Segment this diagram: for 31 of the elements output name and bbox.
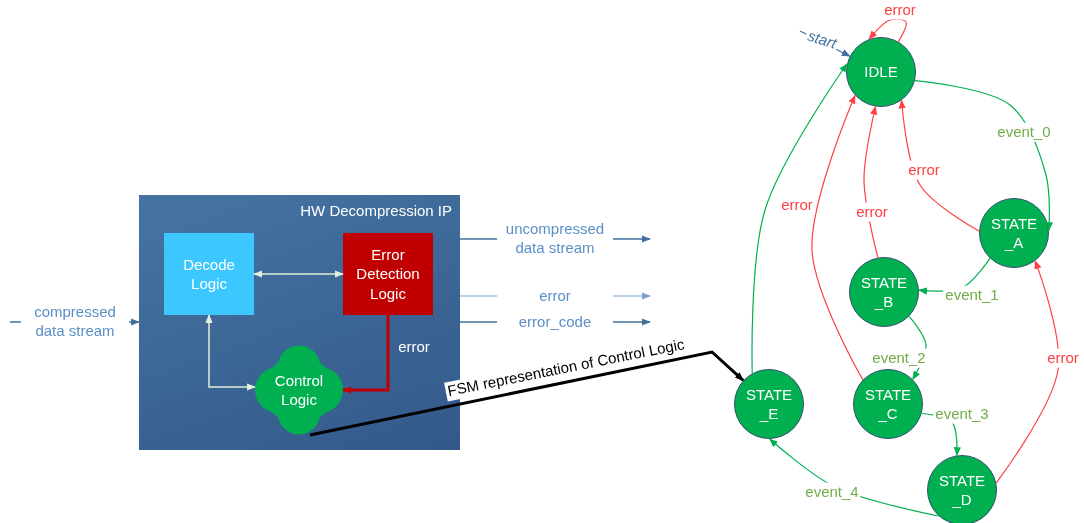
edge-label: error [854,202,890,222]
arrow [309,350,745,437]
node-label: STATE _C [863,384,913,424]
logic-block [164,233,254,315]
arrow [205,314,256,391]
node-label: Control Logic [273,370,325,410]
arrow [898,99,980,232]
node-label: IDLE [863,62,899,82]
arrow [995,260,1060,484]
edge-label: error [1045,348,1081,368]
edge-label: error [906,160,942,180]
arrow [751,63,848,374]
arrow [811,94,864,381]
node-label: STATE _E [744,384,794,424]
node-label: Decode Logic [182,254,236,294]
edge-label: event_4 [803,482,861,502]
arrow [914,80,1053,232]
node-label: STATE _B [859,272,909,312]
edge-label: error [397,337,431,357]
logic-block [343,233,433,315]
block-title: HW Decompression IP [300,201,452,221]
edge-label: event_0 [995,122,1053,142]
state-circle [846,37,916,107]
edge-label: event_2 [870,348,928,368]
arrow [342,315,390,394]
arrow [253,270,344,278]
node-label: STATE _D [937,470,987,510]
arrow [863,105,879,259]
node-label: STATE _A [989,213,1039,253]
node-label: Error Detection Logic [355,244,421,304]
edge-label: event_1 [943,285,1001,305]
